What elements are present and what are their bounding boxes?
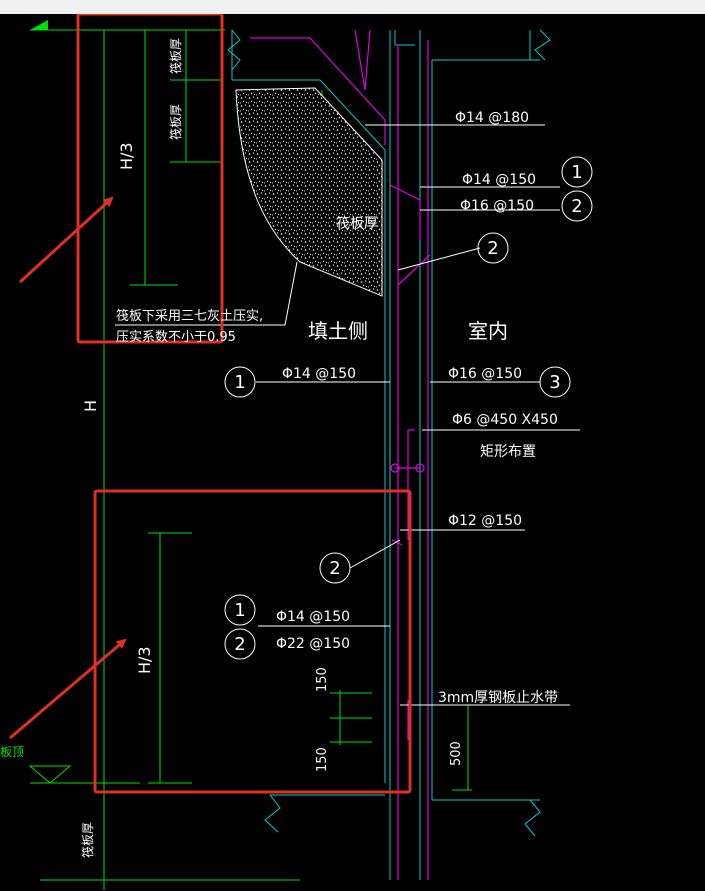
leader-lines [115, 124, 580, 706]
tag-circle [224, 594, 256, 626]
rebar-lines [250, 29, 431, 880]
raft-thickness-label: 筏板厚 [81, 822, 95, 858]
tag-circle [224, 366, 256, 398]
waterstop-label: 3mm厚钢板止水带 [438, 690, 558, 706]
rebar-label: Φ6 @450 X450 [452, 412, 558, 428]
stirrup-layout-label: 矩形布置 [480, 444, 536, 460]
rebar-label: Φ22 @150 [276, 636, 350, 652]
h-third-label: H/3 [117, 142, 136, 170]
raft-thickness-label: 筏板厚 [336, 215, 378, 232]
rebar-label: Φ14 @150 [462, 172, 536, 188]
fill-side-label: 填土侧 [308, 319, 368, 343]
rebar-label: Φ14 @150 [276, 609, 350, 625]
cad-drawing: 1 2 2 1 3 2 1 2 Φ14 @180 Φ14 @150 Φ16 @1… [0, 14, 593, 890]
tag-number: 1 [234, 600, 245, 621]
indoor-label: 室内 [468, 319, 508, 343]
rebar-label: Φ16 @150 [448, 366, 522, 382]
tag-circle [319, 552, 351, 584]
slab-top-label: 板顶 [0, 745, 24, 759]
rebar-labels: Φ14 @180 Φ14 @150 Φ16 @150 Φ14 @150 Φ16 … [276, 110, 558, 652]
rebar-label: Φ12 @150 [448, 513, 522, 529]
window-top-bar [0, 0, 705, 14]
raft-thickness-label: 筏板厚 [169, 38, 183, 74]
tag-numbers: 1 2 2 1 3 2 1 2 [234, 162, 582, 655]
dim-150-top: 150 [315, 667, 330, 692]
tag-circles [224, 156, 593, 660]
tag-circle [539, 366, 571, 398]
note-line-1: 筏板下采用三七灰土压实, [116, 308, 263, 324]
tag-number: 3 [549, 372, 560, 393]
note-line-2: 压实系数不小于0.95 [116, 330, 236, 345]
tag-circle [477, 232, 509, 264]
dim-500: 500 [449, 741, 464, 766]
dim-150-bottom: 150 [315, 747, 330, 772]
tag-number: 2 [329, 558, 340, 579]
rebar-label: Φ16 @150 [460, 198, 534, 214]
rebar-label: Φ14 @150 [282, 366, 356, 382]
tag-circle [561, 156, 593, 188]
tag-number: 1 [234, 372, 245, 393]
tag-number: 2 [571, 196, 582, 217]
tag-number: 1 [571, 162, 582, 183]
highlight-annotations [9, 14, 412, 794]
level-marker [30, 20, 48, 30]
text-labels: 筏板厚 筏板厚 筏板厚 筏板厚 H/3 H/3 H 筏板下采用三七灰土压实, 压… [0, 38, 558, 858]
tag-circle [561, 190, 593, 222]
raft-thickness-label: 筏板厚 [169, 104, 183, 140]
tag-number: 2 [234, 634, 245, 655]
tag-number: 2 [487, 238, 498, 259]
tag-circle [224, 628, 256, 660]
h-third-label: H/3 [135, 646, 154, 674]
h-label: H [81, 400, 100, 412]
rebar-label: Φ14 @180 [455, 110, 529, 126]
compacted-fill [235, 87, 383, 297]
